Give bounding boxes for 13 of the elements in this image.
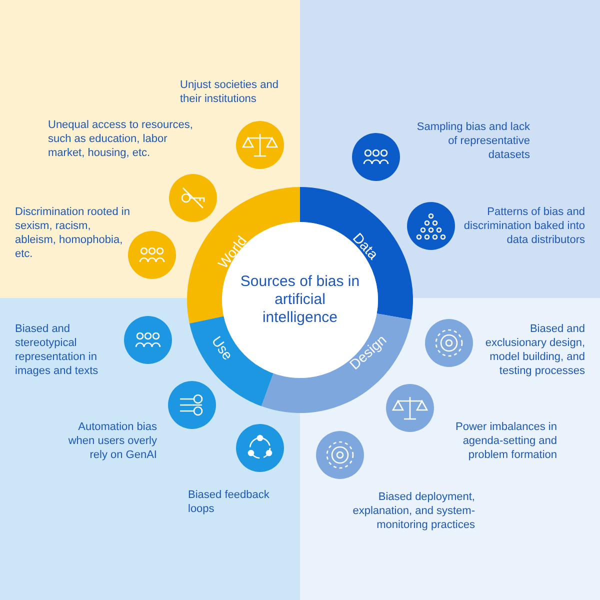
description-text: Power imbalances in agenda-setting and problem formation	[454, 420, 557, 462]
description-text: Patterns of bias and discrimination baked into data distributors	[462, 205, 585, 247]
description-text: Automation bias when users overly rely on GenAI	[67, 420, 157, 462]
description-text: Biased deployment, explanation, and system-monitoring practices	[352, 490, 475, 532]
description-text: Biased feedback loops	[188, 488, 270, 516]
description-text: Sampling bias and lack of representative datasets	[416, 120, 530, 162]
description-text: Biased and exclusionary design, model building, and testing processes	[484, 322, 585, 378]
description-text: Unjust societies and their institutions	[180, 78, 280, 106]
description-text: Biased and stereotypical representation in images and texts	[15, 322, 100, 378]
description-text: Discrimination rooted in sexism, racism, ableism, homophobia, etc.	[15, 205, 130, 261]
segment-label: Use	[208, 333, 236, 363]
center-title: Sources of bias in artificial intelligence	[240, 273, 360, 327]
description-text: Unequal access to resources, such as education, labor market, housing, etc.	[48, 118, 194, 160]
